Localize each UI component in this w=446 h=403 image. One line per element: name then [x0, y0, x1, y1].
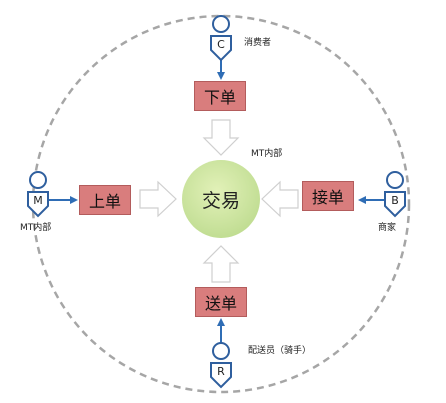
rider-letter: R	[217, 365, 225, 378]
hollow-arrow-bottom	[202, 245, 240, 283]
hollow-arrow-right	[261, 180, 299, 218]
merchant-letter: B	[391, 194, 399, 207]
mt-actor-icon	[27, 171, 49, 218]
merchant-actor-icon	[384, 171, 406, 218]
consumer-letter: C	[217, 38, 225, 51]
merchant-label: 商家	[378, 223, 397, 233]
list-order-box: 上单	[79, 185, 131, 215]
rider-actor-icon	[210, 342, 232, 389]
transaction-center-node: 交易	[182, 160, 260, 238]
accept-order-box: 接单	[302, 181, 354, 211]
rider-label: 配送员（骑手）	[248, 346, 312, 356]
place-order-box: 下单	[194, 81, 246, 111]
hollow-arrow-top	[202, 119, 240, 156]
deliver-order-box: 送单	[195, 287, 247, 317]
mt-internal-label: MT内部	[251, 149, 283, 159]
mt-label: MT内部	[20, 223, 52, 233]
hollow-arrow-left	[139, 180, 177, 218]
consumer-label: 消费者	[244, 38, 272, 48]
consumer-actor-icon	[210, 15, 232, 62]
mt-letter: M	[33, 194, 43, 207]
